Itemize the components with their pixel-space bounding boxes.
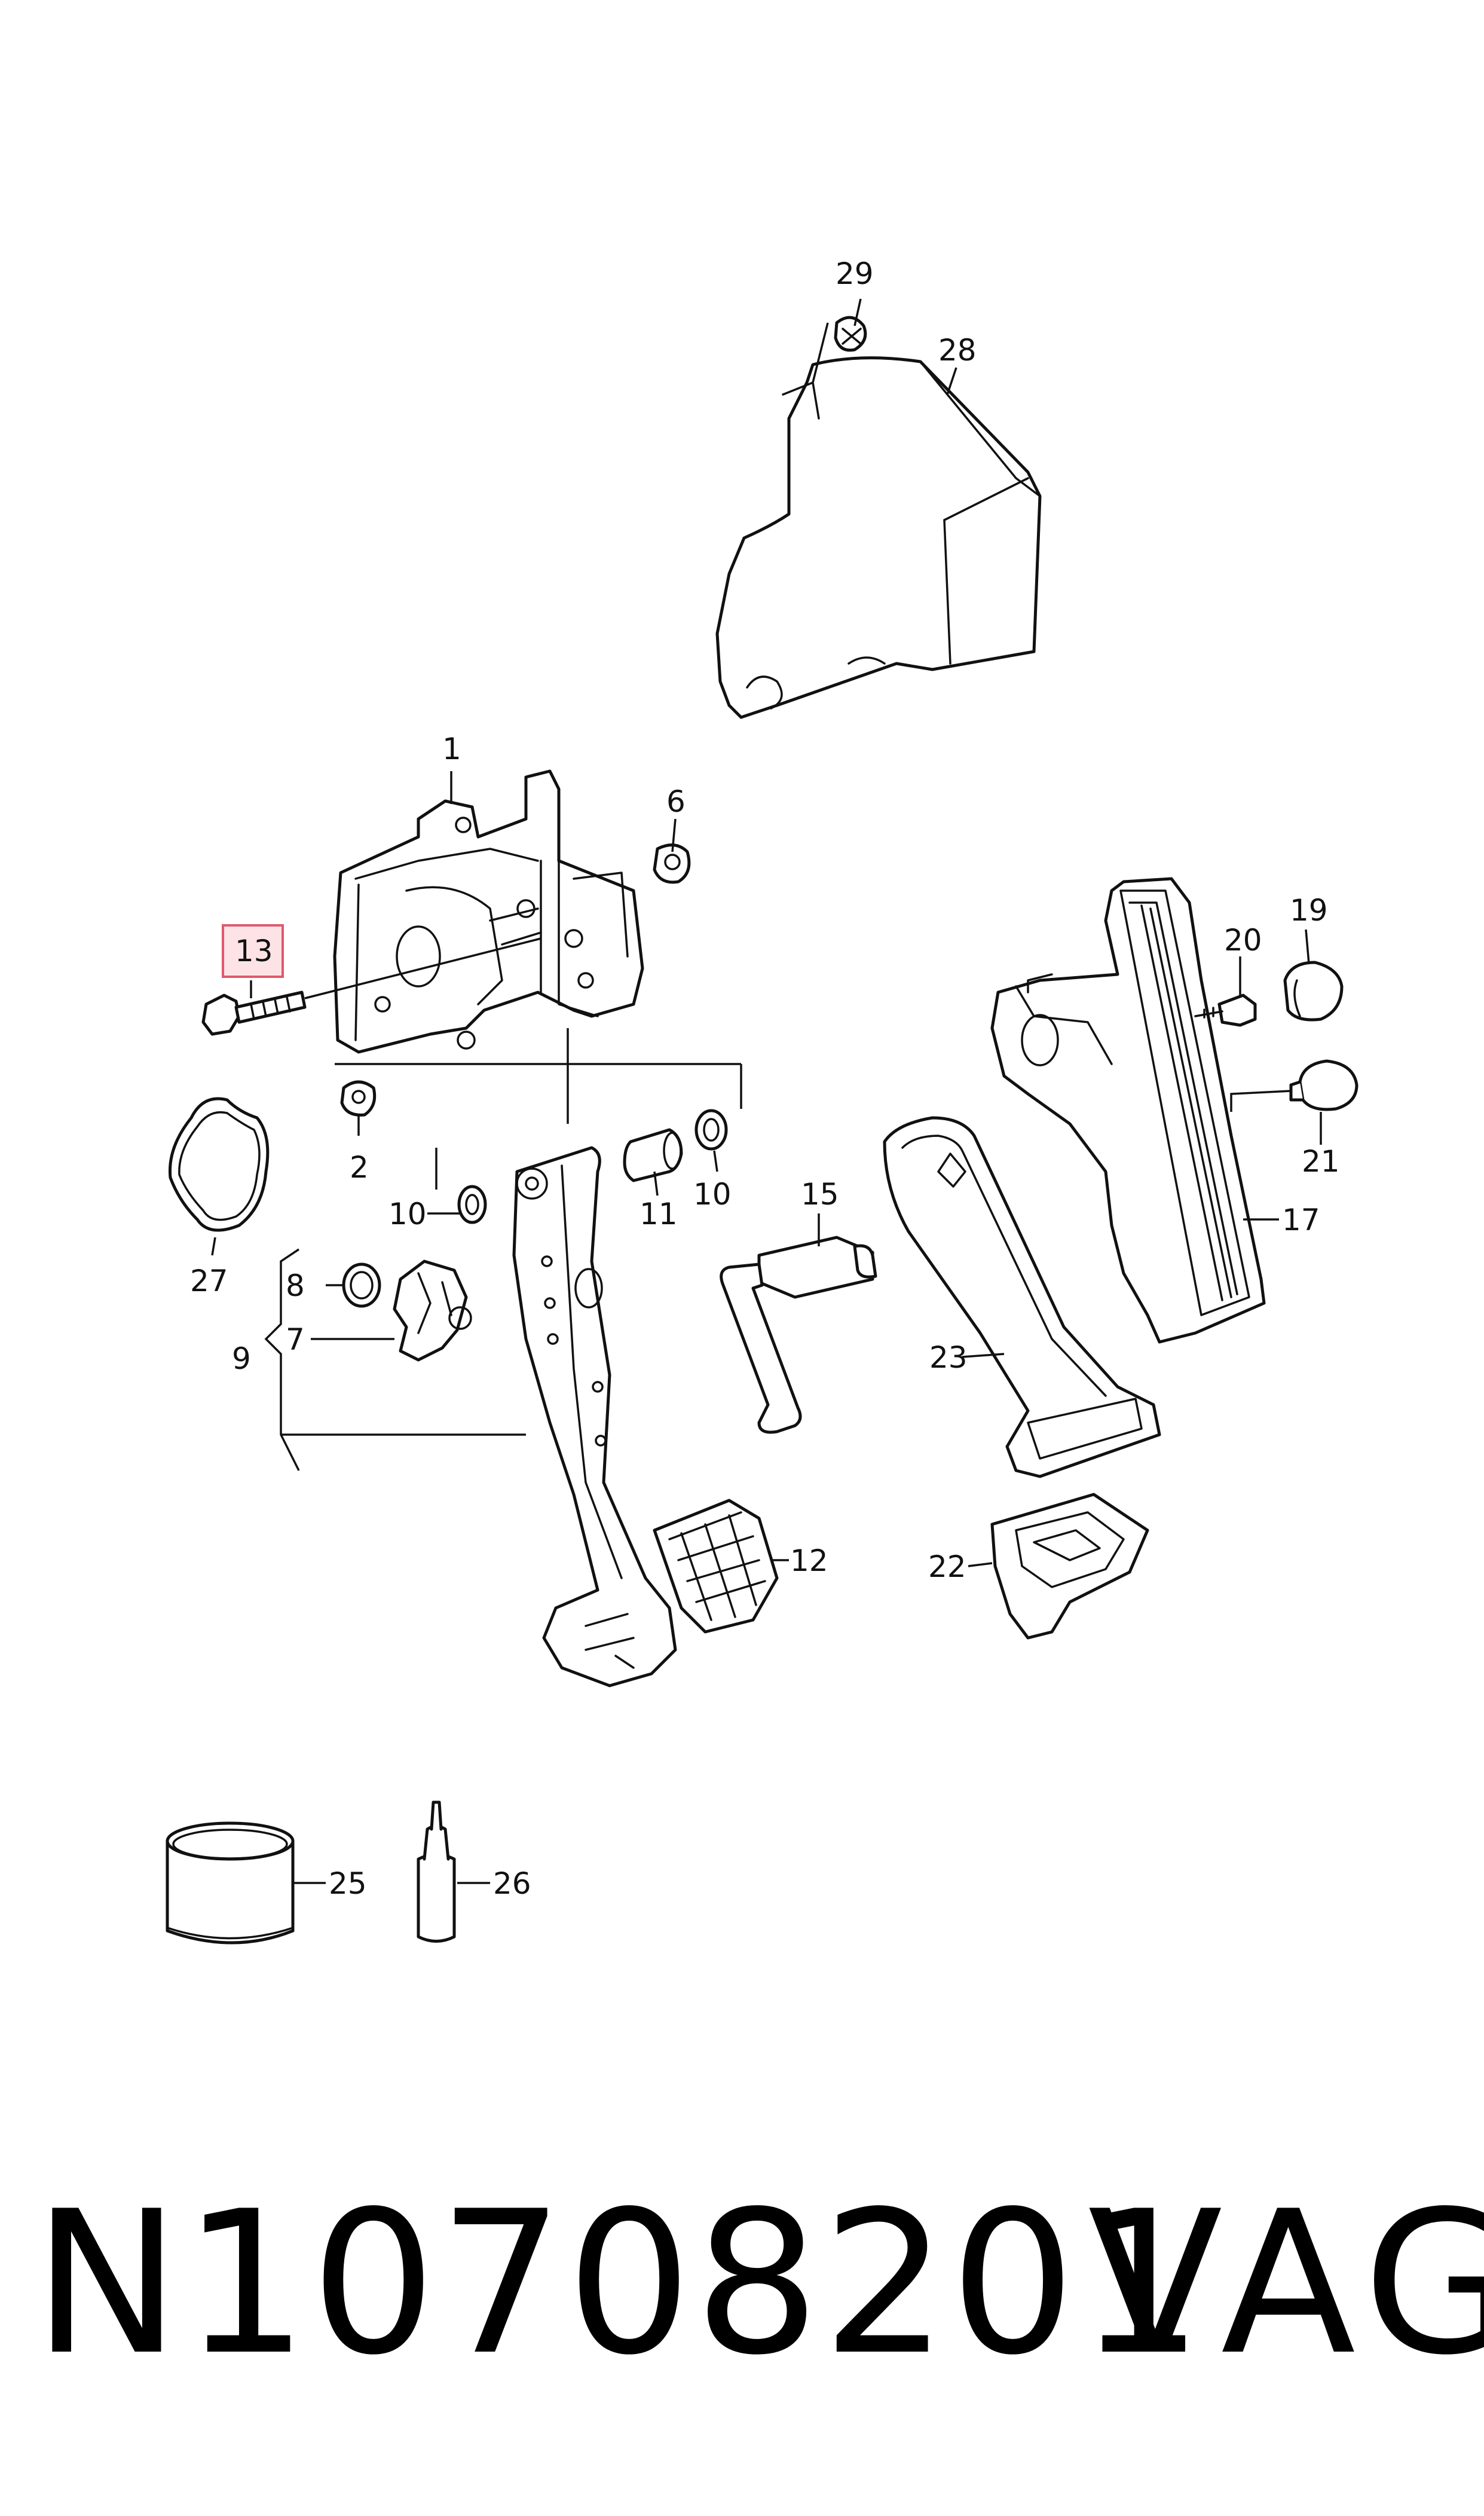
bushing-ring-25 <box>166 1821 295 1945</box>
callout-6: 6 <box>666 784 686 819</box>
callout-15: 15 <box>801 1177 839 1212</box>
brand-label: VAG <box>1088 2169 1484 2398</box>
callout-28: 28 <box>938 333 977 368</box>
cap-19 <box>1283 961 1344 1022</box>
callout-2: 2 <box>350 1150 369 1185</box>
bushing-10-right <box>694 1109 728 1151</box>
bracket-rod <box>720 1236 877 1434</box>
callout-29: 29 <box>836 256 874 291</box>
nut-6 <box>653 843 691 884</box>
callout-13: 13 <box>235 934 273 968</box>
sleeve-11 <box>623 1128 683 1182</box>
callout-9: 9 <box>232 1341 251 1376</box>
brake-pedal-lever <box>512 1146 677 1687</box>
callout-labels: 29 28 1 6 13 2 10 11 10 27 8 7 9 15 12 2… <box>190 256 1340 1901</box>
nut-2 <box>340 1080 377 1117</box>
bushing-10-left <box>457 1185 487 1224</box>
callout-22: 22 <box>928 1549 966 1584</box>
leader-lines <box>211 298 1322 1884</box>
part-number: N10708201 <box>33 2169 1206 2398</box>
callout-7: 7 <box>286 1322 305 1357</box>
callout-23: 23 <box>929 1340 968 1375</box>
callout-10-right: 10 <box>693 1177 732 1212</box>
o-ring-8 <box>342 1262 381 1308</box>
footrest-23 <box>883 1116 1161 1478</box>
pedal-cover <box>715 356 1042 719</box>
callout-20: 20 <box>1224 923 1262 958</box>
callout-11: 11 <box>640 1197 678 1231</box>
grease-tube-26 <box>417 1800 456 1943</box>
cap-21 <box>1289 1059 1358 1111</box>
callout-13-highlight <box>222 924 284 978</box>
callout-1: 1 <box>442 732 461 766</box>
pedal-bracket <box>333 769 644 1054</box>
footrest-mount-22 <box>990 1493 1149 1640</box>
callout-17: 17 <box>1282 1203 1320 1237</box>
screw-20 <box>1194 993 1257 1027</box>
gasket-27 <box>168 1097 270 1232</box>
bolt-13 <box>201 990 307 1036</box>
callout-12: 12 <box>790 1543 828 1578</box>
brake-pedal-pad <box>653 1499 779 1634</box>
callout-25: 25 <box>329 1866 367 1901</box>
callout-8: 8 <box>286 1268 305 1303</box>
callout-10-left: 10 <box>388 1197 427 1231</box>
callout-21: 21 <box>1302 1144 1340 1179</box>
clip <box>834 316 867 352</box>
damper-7 <box>393 1259 472 1362</box>
callout-19: 19 <box>1290 893 1328 928</box>
accelerator-pedal-17 <box>990 877 1266 1344</box>
callout-26: 26 <box>493 1866 531 1901</box>
callout-27: 27 <box>190 1264 228 1298</box>
